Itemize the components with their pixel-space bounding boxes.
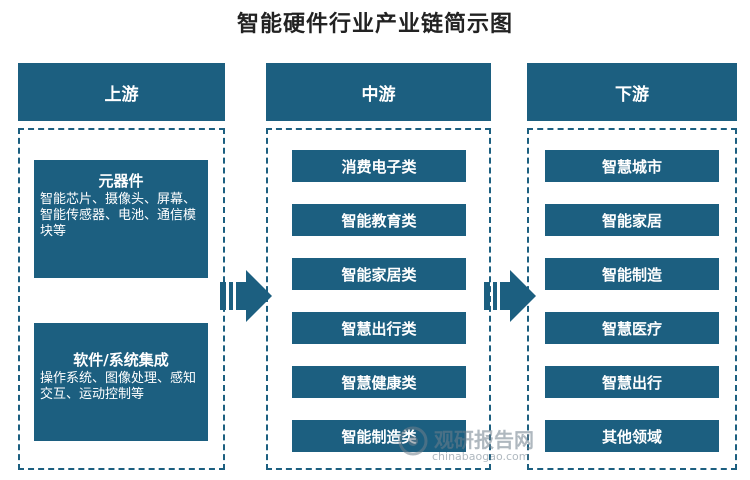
midstream-item: 智慧出行类 xyxy=(292,312,466,344)
downstream-header: 下游 xyxy=(527,63,737,121)
downstream-item: 智能制造 xyxy=(545,258,719,290)
upstream-header: 上游 xyxy=(18,63,225,121)
page-title: 智能硬件行业产业链简示图 xyxy=(236,11,513,37)
midstream-item: 智慧健康类 xyxy=(292,366,466,398)
arrow-right-icon xyxy=(220,270,272,322)
downstream-item: 智慧出行 xyxy=(545,366,719,398)
upstream-software-block: 软件/系统集成 操作系统、图像处理、感知交互、运动控制等 xyxy=(34,323,208,441)
downstream-item: 智能家居 xyxy=(545,204,719,236)
midstream-item: 消费电子类 xyxy=(292,150,466,182)
midstream-header: 中游 xyxy=(266,63,491,121)
software-desc: 操作系统、图像处理、感知交互、运动控制等 xyxy=(40,371,197,402)
downstream-item: 智慧城市 xyxy=(545,150,719,182)
components-desc: 智能芯片、摄像头、屏幕、智能传感器、电池、通信模块等 xyxy=(40,192,197,239)
downstream-box xyxy=(527,128,737,470)
components-heading: 元器件 xyxy=(98,172,144,190)
arrow-right-icon xyxy=(484,270,536,322)
software-heading: 软件/系统集成 xyxy=(73,351,169,369)
midstream-item: 智能制造类 xyxy=(292,420,466,452)
upstream-components-block: 元器件 智能芯片、摄像头、屏幕、智能传感器、电池、通信模块等 xyxy=(34,160,208,278)
downstream-item: 其他领域 xyxy=(545,420,719,452)
midstream-item: 智能教育类 xyxy=(292,204,466,236)
midstream-item: 智能家居类 xyxy=(292,258,466,290)
downstream-item: 智慧医疗 xyxy=(545,312,719,344)
